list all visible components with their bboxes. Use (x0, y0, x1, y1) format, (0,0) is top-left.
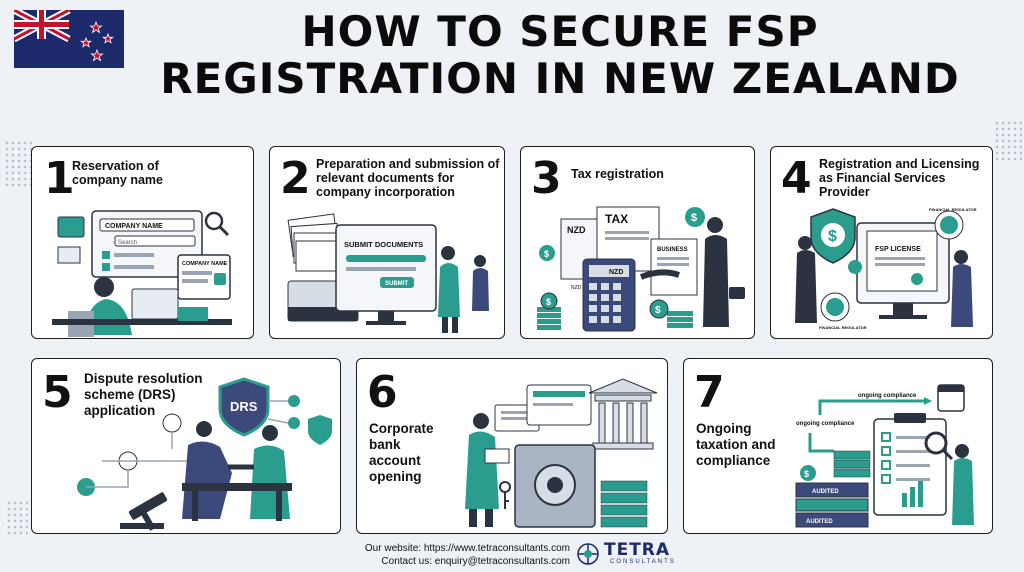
drs-shield-text: DRS (230, 399, 258, 414)
nzd-doc-label: NZD (567, 225, 586, 235)
step-number: 6 (367, 367, 398, 418)
page-title: HOW TO SECURE FSP REGISTRATION IN NEW ZE… (130, 8, 990, 102)
step-number: 1 (44, 153, 75, 204)
audited-book-bottom: AUDITED (806, 519, 833, 525)
illustration-fsp-license: $ FSP LICENSE FINANCIAL REGULATOR FINANC… (795, 207, 977, 330)
flow-label-top: ongoing compliance (858, 393, 917, 399)
step-number: 4 (781, 153, 812, 204)
illustration-ongoing-compliance: ongoing compliance ongoing compliance AU… (795, 384, 974, 528)
tetra-logo-icon (577, 543, 599, 565)
seal-text: FINANCIAL REGULATOR (929, 207, 977, 212)
dot-pattern-left (4, 140, 32, 186)
svg-text:$: $ (691, 212, 697, 224)
svg-text:$: $ (544, 249, 549, 259)
tax-doc-label: TAX (605, 212, 628, 226)
svg-text:$: $ (828, 228, 837, 245)
new-zealand-flag (14, 10, 124, 68)
step-label: Tax registration (571, 167, 664, 181)
step-label: Dispute resolution scheme (DRS) applicat… (84, 371, 203, 418)
nzd-small-label: NZD (571, 285, 582, 291)
submit-button: SUBMIT (385, 281, 408, 287)
footer-email[interactable]: Contact us: enquiry@tetraconsultants.com (381, 556, 570, 567)
step-number: 2 (280, 153, 311, 204)
step-card-3: 3 Tax registration NZD TAX $ $ NZD NZD B… (520, 146, 755, 339)
calculator-display: NZD (609, 269, 623, 276)
step-card-2: 2 Preparation and submission of relevant… (269, 146, 505, 339)
illustration-tax-registration: NZD TAX $ $ NZD NZD BUSINESS $ $ (537, 206, 745, 332)
logo-subtitle: CONSULTANTS (610, 559, 676, 565)
step-label: Corporate bank account opening (369, 421, 434, 484)
step-number: 5 (42, 367, 73, 418)
svg-text:$: $ (804, 469, 809, 479)
step-number: 7 (694, 367, 725, 418)
fsp-license-title: FSP LICENSE (875, 246, 921, 253)
title-line-2: REGISTRATION IN NEW ZEALAND (160, 54, 960, 103)
illustration-company-name: COMPANY NAME Search COMPANY NAME (52, 210, 232, 337)
flow-label-left: ongoing compliance (796, 421, 855, 427)
svg-text:$: $ (655, 305, 661, 316)
illustration-bank-account (465, 378, 658, 528)
svg-text:$: $ (546, 297, 551, 307)
audited-book-top: AUDITED (812, 489, 839, 495)
step-number: 3 (531, 153, 562, 204)
title-line-1: HOW TO SECURE FSP (301, 7, 819, 56)
step-card-5: 5 Dispute resolution scheme (DRS) applic… (31, 358, 341, 534)
company-name-field: COMPANY NAME (105, 223, 163, 230)
step-card-4: 4 Registration and Licensing as Financia… (770, 146, 993, 339)
step-label: Reservation of company name (72, 159, 164, 187)
step-label: Preparation and submission of relevant d… (316, 157, 500, 199)
step-label: Registration and Licensing as Financial … (819, 157, 980, 199)
step-card-1: 1 Reservation of company name COMPANY NA… (31, 146, 254, 339)
logo-name: TETRA (604, 540, 671, 560)
search-field: Search (118, 240, 137, 246)
step-card-7: 7 Ongoing taxation and compliance ongoin… (683, 358, 993, 534)
illustration-submit-documents: SUBMIT DOCUMENTS SUBMIT (287, 213, 489, 333)
step-label: Ongoing taxation and compliance (696, 421, 776, 468)
footer-website[interactable]: Our website: https://www.tetraconsultant… (364, 543, 570, 554)
panel-title: COMPANY NAME (182, 261, 228, 267)
footer-contact: Our website: https://www.tetraconsultant… (330, 542, 570, 568)
step-card-6: 6 Corporate bank account opening (356, 358, 668, 534)
business-doc-label: BUSINESS (657, 247, 688, 253)
badge-text: FINANCIAL REGULATOR (819, 325, 867, 330)
submit-heading: SUBMIT DOCUMENTS (344, 240, 423, 249)
dot-pattern-right (994, 120, 1022, 160)
illustration-dispute-resolution: DRS (77, 377, 332, 531)
dot-pattern-bottom-left (6, 500, 28, 536)
